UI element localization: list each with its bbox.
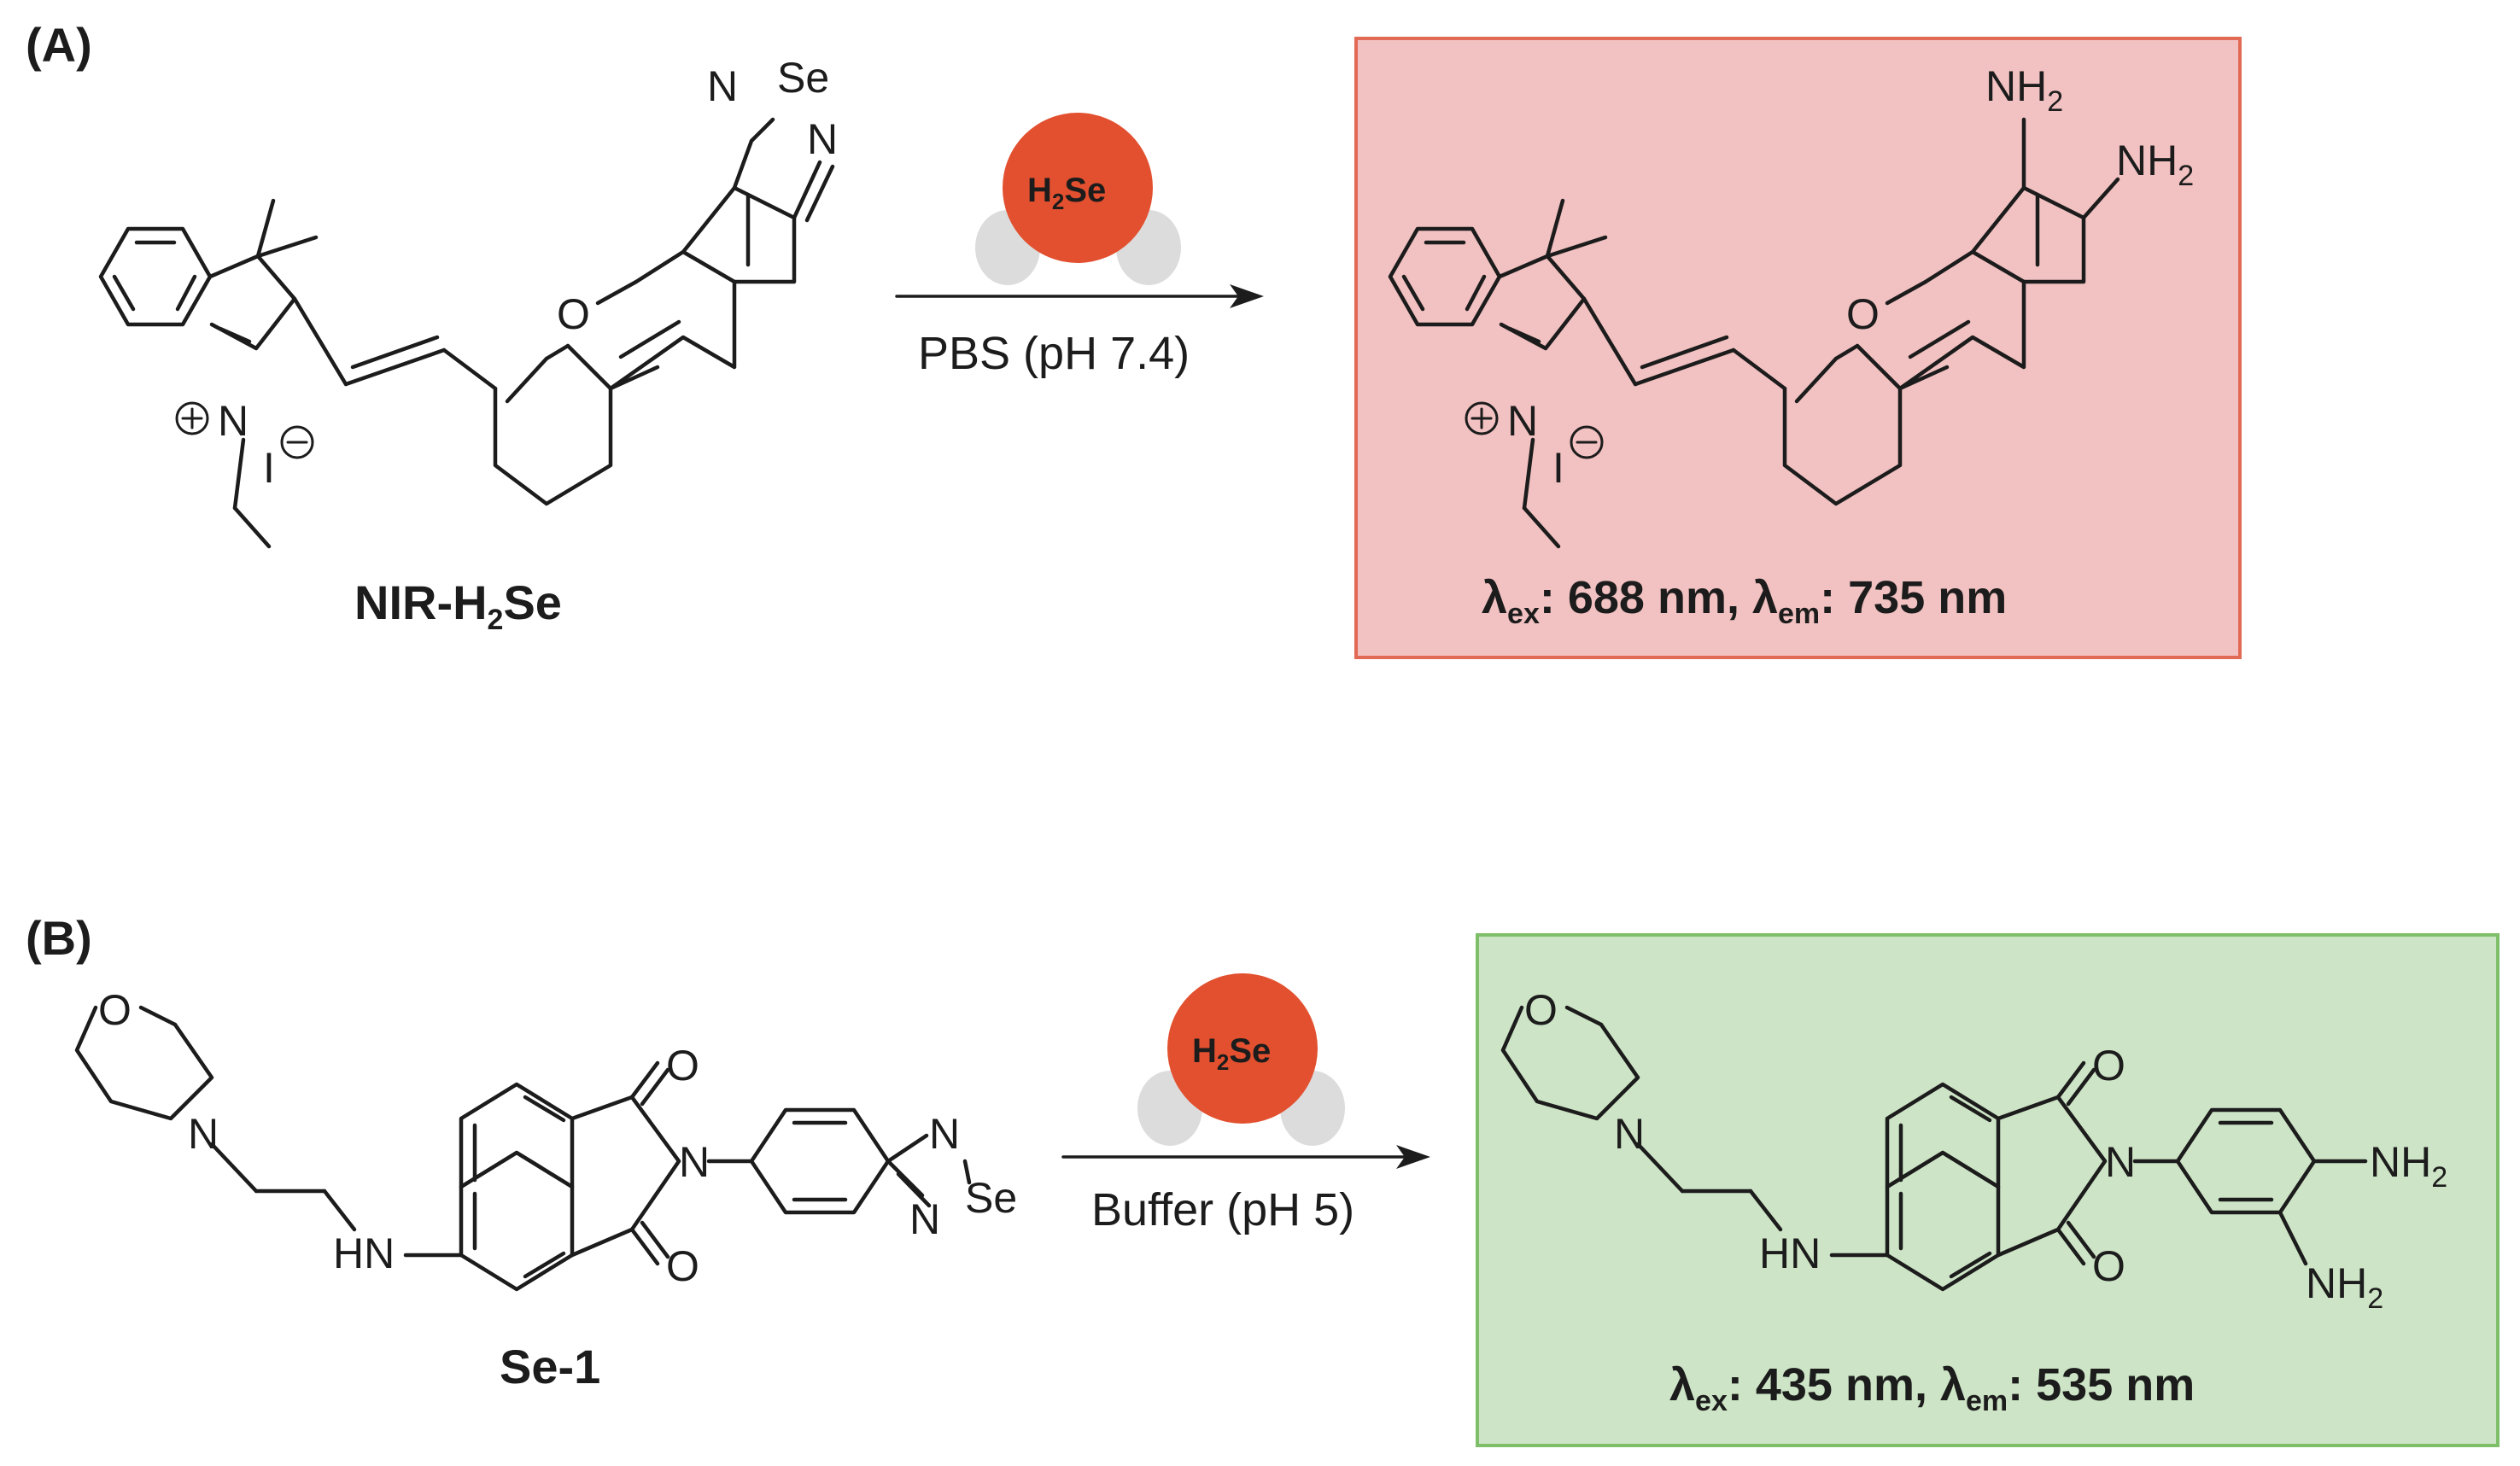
reactant-name-a: NIR-H2Se	[354, 575, 562, 636]
atom-se-a: Se	[777, 54, 829, 102]
atom-nh2-top-a: NH2	[1985, 62, 2063, 118]
charge-plus-a	[175, 401, 209, 435]
condition-a: PBS (pH 7.4)	[918, 328, 1190, 379]
product-a-structure	[1388, 117, 2120, 549]
reagent-label-a: H2Se	[1027, 172, 1106, 214]
atom-n-prod-a: N	[1507, 397, 1538, 445]
reactant-name-b: Se-1	[500, 1340, 600, 1393]
reactant-se-1-structure	[74, 1005, 972, 1292]
atom-o-a: O	[557, 290, 590, 338]
atom-o-morph-b: O	[98, 986, 132, 1034]
atom-o-bottom-b: O	[666, 1242, 699, 1290]
atom-n-bottom-b: N	[909, 1195, 940, 1243]
product-box-a	[1354, 37, 2242, 659]
panel-label-a: (A)	[26, 18, 92, 72]
atom-o-top-b: O	[666, 1042, 699, 1089]
atom-i-a: I	[263, 444, 275, 492]
wavelengths-a: λex: 688 nm, λem: 735 nm	[1482, 572, 2007, 630]
reaction-arrow-a	[895, 284, 1264, 308]
product-b-structure	[1500, 1005, 2368, 1292]
reaction-arrow-b	[1061, 1145, 1430, 1169]
product-box-b	[1476, 933, 2500, 1447]
atom-hn-prod-b: HN	[1759, 1229, 1821, 1277]
atom-nh2-right-a: NH2	[2116, 137, 2194, 192]
atom-n-top-a: N	[707, 62, 738, 110]
condition-b: Buffer (pH 5)	[1091, 1184, 1354, 1235]
reactant-nir-h2se-structure	[98, 117, 835, 549]
atom-n-right-a: N	[807, 115, 838, 163]
charge-minus-a	[280, 425, 314, 459]
atom-o-bottom-prod-b: O	[2092, 1242, 2125, 1290]
reagent-label-b: H2Se	[1192, 1032, 1271, 1075]
atom-hn-b: HN	[333, 1229, 395, 1277]
atom-nh2-right-b: NH2	[2370, 1138, 2447, 1194]
atom-o-top-prod-b: O	[2092, 1042, 2125, 1089]
atom-o-morph-prod-b: O	[1524, 986, 1558, 1034]
atom-n-morph-prod-b: N	[1614, 1110, 1645, 1158]
wavelengths-b: λex: 435 nm, λem: 535 nm	[1669, 1359, 2195, 1417]
atom-se-b: Se	[965, 1174, 1017, 1222]
atom-n-morph-b: N	[188, 1110, 219, 1158]
charge-plus-prod-a	[1465, 401, 1499, 435]
panel-label-b: (B)	[26, 911, 92, 965]
atom-n-imide-prod-b: N	[2105, 1138, 2136, 1186]
charge-minus-prod-a	[1570, 425, 1604, 459]
atom-n-a: N	[218, 397, 248, 445]
reagent-h2se-icon-b	[1137, 973, 1345, 1146]
atom-nh2-bottom-b: NH2	[2306, 1259, 2383, 1315]
atom-i-prod-a: I	[1552, 444, 1564, 492]
atom-n-top-b: N	[929, 1110, 960, 1158]
atom-o-prod-a: O	[1846, 290, 1880, 338]
reagent-h2se-icon-a	[975, 113, 1181, 285]
atom-n-imide-b: N	[679, 1138, 710, 1186]
